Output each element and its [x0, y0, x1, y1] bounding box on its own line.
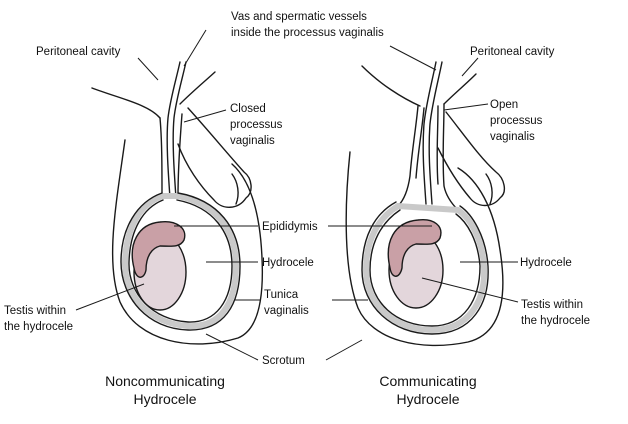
label-vas-line2: inside the processus vaginalis — [231, 27, 384, 39]
caption-right-line2: Hydrocele — [396, 391, 459, 407]
label-closed-line1: Closed — [230, 103, 266, 115]
leader-testis-left — [75, 283, 145, 311]
label-closed-line3: vaginalis — [230, 135, 275, 147]
captions: Noncommunicating Hydrocele Communicating… — [105, 373, 477, 407]
processus-left-outer — [159, 117, 163, 197]
label-tunica-line2: vaginalis — [264, 305, 309, 317]
peritoneal-line-left-b — [179, 71, 216, 105]
label-testis-left-line2: the hydrocele — [4, 321, 73, 333]
processus-right-band — [415, 105, 439, 185]
label-open-line2: processus — [490, 115, 543, 127]
label-testis-left-line1: Testis within — [4, 305, 66, 317]
vas-vessel-left-b — [172, 61, 187, 199]
penis-tip-right — [485, 173, 493, 205]
label-open-line1: Open — [490, 99, 518, 111]
label-closed-line2: processus — [230, 119, 283, 131]
caption-left-line1: Noncommunicating — [105, 373, 225, 389]
processus-right-inner — [442, 103, 459, 211]
vas-vessel-right-b — [428, 61, 443, 205]
label-vas-line1: Vas and spermatic vessels — [231, 11, 367, 23]
penis-right — [437, 111, 506, 207]
label-testis-right-line2: the hydrocele — [521, 315, 590, 327]
peritoneal-line-right-b — [443, 73, 477, 105]
label-peritoneal-left: Peritoneal cavity — [36, 46, 121, 58]
tunica-outer-right — [361, 201, 489, 335]
penis-left — [177, 107, 252, 208]
tunica-inner-right — [369, 209, 481, 327]
leader-peritoneal-left — [137, 57, 159, 81]
leader-testis-right — [421, 277, 519, 303]
noncommunicating-figure — [91, 61, 264, 345]
label-testis-right-line1: Testis within — [521, 299, 583, 311]
tunica-inner-left — [128, 199, 233, 323]
label-peritoneal-right: Peritoneal cavity — [470, 46, 555, 58]
penis-tip-left — [231, 173, 239, 205]
scrotum-outline-right — [345, 151, 504, 347]
labels: Vas and spermatic vessels inside the pro… — [4, 11, 590, 367]
leader-open — [443, 103, 489, 111]
label-scrotum: Scrotum — [262, 355, 305, 367]
epididymis-left — [131, 221, 186, 278]
leader-scrotum-left — [205, 333, 259, 361]
processus-left-inner — [177, 113, 183, 197]
label-tunica-line1: Tunica — [264, 289, 299, 301]
vas-vessel-left-a — [166, 61, 181, 199]
tunica-outer-left — [120, 192, 241, 331]
caption-left-line2: Hydrocele — [133, 391, 196, 407]
peritoneal-line-right-a — [361, 65, 421, 107]
processus-right-outer — [397, 105, 419, 207]
communicating-figure — [345, 61, 506, 347]
leader-vas-left — [183, 29, 207, 67]
epididymis-right — [387, 219, 442, 277]
label-open-line3: vaginalis — [490, 131, 535, 143]
leader-closed — [183, 109, 227, 123]
label-hydrocele-left: Hydrocele — [262, 257, 314, 269]
vas-vessel-right-a — [422, 61, 437, 205]
label-epididymis: Epididymis — [262, 221, 318, 233]
peritoneal-line-left-a — [91, 87, 161, 119]
label-hydrocele-right: Hydrocele — [520, 257, 572, 269]
leader-scrotum-right — [325, 339, 363, 361]
leader-peritoneal-right — [461, 57, 479, 77]
caption-right-line1: Communicating — [379, 373, 476, 389]
leader-lines — [75, 29, 519, 361]
leader-vas-right — [389, 45, 437, 71]
